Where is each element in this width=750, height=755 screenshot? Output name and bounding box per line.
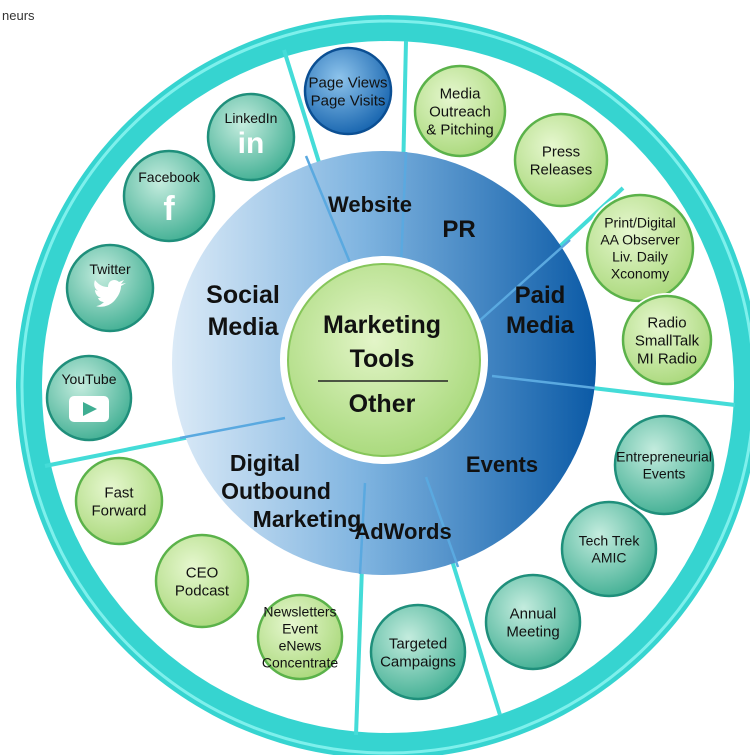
center-disc <box>287 263 481 457</box>
bubble-label: AA Observer <box>600 231 680 247</box>
bubble-label: Targeted <box>389 635 447 652</box>
bubble-disc <box>369 603 467 701</box>
bubble-label: Twitter <box>89 261 131 277</box>
bubble-facebook: Facebook f <box>121 148 217 244</box>
center-title-line1: Marketing <box>323 311 441 339</box>
bubble-label: Facebook <box>138 169 200 185</box>
bubble-disc <box>256 593 344 681</box>
bubble-disc <box>560 500 658 598</box>
bubble-label: Xconomy <box>611 265 669 281</box>
bubble-label: Media <box>440 85 482 102</box>
bubble-youtube: YouTube <box>44 353 134 443</box>
bubble-label: Forward <box>91 502 146 519</box>
center-title-line2: Tools <box>350 345 415 373</box>
bubble-twitter: Twitter <box>64 242 156 334</box>
bubble-label: Event <box>282 620 318 636</box>
segment-label: Media <box>506 312 575 339</box>
bubble-label: Concentrate <box>262 654 338 670</box>
twitter-icon <box>94 279 126 307</box>
bubble-label: CEO <box>186 564 219 581</box>
segment-label: Media <box>208 313 280 341</box>
bubble-label: Annual <box>510 605 557 622</box>
bubble-disc <box>303 46 393 136</box>
bubble-label: SmallTalk <box>635 332 700 349</box>
bubble-label: Radio <box>647 314 686 331</box>
bubble-label: Print/Digital <box>604 214 676 230</box>
bubble-label: Events <box>643 465 686 481</box>
bubble-disc <box>513 112 609 208</box>
bubble-disc <box>621 294 713 386</box>
bubble-label: Press <box>542 143 580 160</box>
bubble-label: Outreach <box>429 103 491 120</box>
bubble-label: AMIC <box>592 549 627 565</box>
corner-text: neurs <box>2 8 35 23</box>
bubble-label: Releases <box>530 161 593 178</box>
bubble-disc <box>484 573 582 671</box>
segment-adwords: AdWords <box>354 519 451 544</box>
segment-label: Paid <box>515 282 566 309</box>
inner-dividers <box>179 151 596 575</box>
segment-website: Website <box>328 192 412 217</box>
segment-label: Outbound <box>221 478 331 504</box>
segment-events: Events <box>466 452 538 477</box>
segment-label: PR <box>442 216 475 243</box>
bubble-label: Tech Trek <box>579 532 641 548</box>
center-bottom-label: Other <box>349 390 416 418</box>
bubble-label: Fast <box>104 484 134 501</box>
bubble-label: Campaigns <box>380 653 456 670</box>
youtube-icon <box>69 396 109 422</box>
bubble-label: MI Radio <box>637 350 697 367</box>
segment-label: Marketing <box>253 506 362 532</box>
bubble-disc <box>413 64 507 158</box>
bubble-label: Newsletters <box>263 603 336 619</box>
segment-label: Digital <box>230 450 300 476</box>
bubble-label: YouTube <box>61 371 116 387</box>
bubble-label: & Pitching <box>426 121 494 138</box>
segment-label: AdWords <box>354 519 451 544</box>
bubble-disc <box>206 92 296 182</box>
segment-label: Events <box>466 452 538 477</box>
bubble-label: eNews <box>279 637 322 653</box>
facebook-icon: f <box>163 190 175 228</box>
bubble-disc <box>154 533 250 629</box>
bubble-label: Meeting <box>506 623 559 640</box>
bubble-label: Entrepreneurial <box>616 448 712 464</box>
segment-label: Website <box>328 192 412 217</box>
bubble-label: Page Visits <box>311 92 386 109</box>
segment-pr: PR <box>442 216 475 243</box>
bubble-label: Podcast <box>175 582 230 599</box>
bubble-disc <box>74 456 164 546</box>
bubble-label: LinkedIn <box>225 110 278 126</box>
bubble-label: Liv. Daily <box>612 248 668 264</box>
segment-label: Social <box>206 281 280 309</box>
bubble-disc <box>613 414 715 516</box>
bubble-disc <box>122 149 216 243</box>
bubble-disc <box>585 193 695 303</box>
outer-ring-highlight <box>20 19 750 755</box>
linkedin-icon: in <box>238 127 265 160</box>
bubble-label: Page Views <box>309 74 388 91</box>
